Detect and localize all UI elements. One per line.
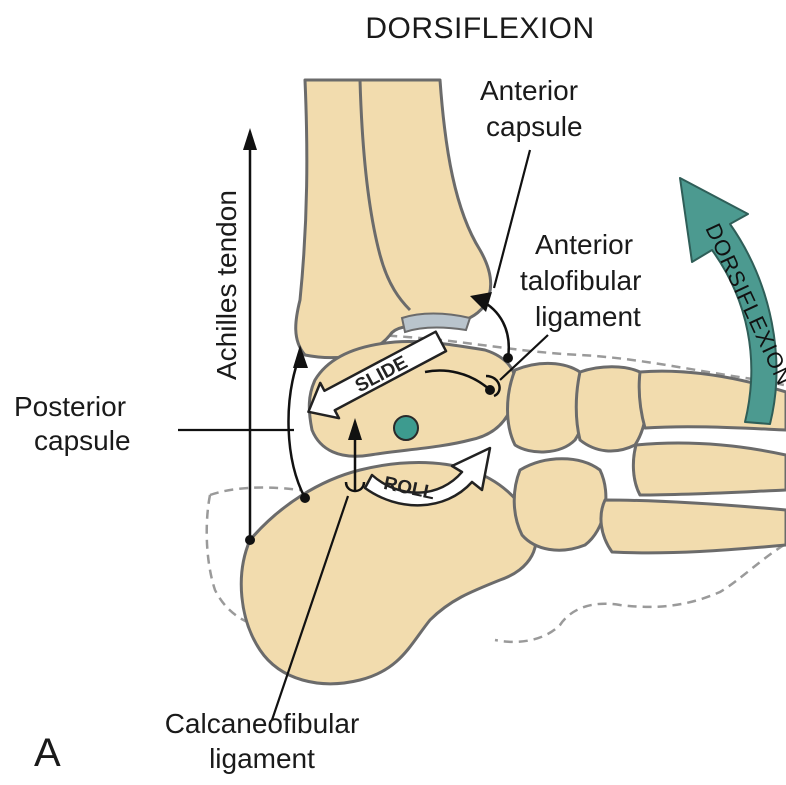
navicular-bone xyxy=(508,363,587,452)
figure-title: DORSIFLEXION xyxy=(365,12,594,45)
metatarsal-3 xyxy=(601,500,786,553)
anterior-talofibular-label-line2: talofibular xyxy=(520,265,641,296)
metatarsal-2 xyxy=(633,443,786,495)
tibial-cartilage xyxy=(402,314,470,333)
panel-letter: A xyxy=(34,731,61,775)
posterior-capsule-label-line1: Posterior xyxy=(14,391,126,422)
cuneiform-bone xyxy=(576,367,646,451)
posterior-capsule-line xyxy=(289,355,305,498)
anterior-capsule-label-line2: capsule xyxy=(486,111,583,142)
posterior-capsule-dot xyxy=(300,493,310,503)
anterior-capsule-dot xyxy=(503,353,513,363)
rotation-axis-dot xyxy=(394,416,418,440)
anterior-capsule-label-line1: Anterior xyxy=(480,75,578,106)
anterior-talofibular-label-line1: Anterior xyxy=(535,229,633,260)
anterior-talofibular-dot xyxy=(485,385,495,395)
achilles-attachment-dot xyxy=(245,535,255,545)
achilles-label: Achilles tendon xyxy=(211,190,242,380)
anterior-talofibular-label-line3: ligament xyxy=(535,301,641,332)
achilles-arrowhead xyxy=(243,128,257,150)
cuboid-bone xyxy=(514,459,606,550)
calcaneofibular-label-line2: ligament xyxy=(209,743,315,774)
posterior-capsule-label-line2: capsule xyxy=(34,425,131,456)
calcaneofibular-label-line1: Calcaneofibular xyxy=(165,708,360,739)
